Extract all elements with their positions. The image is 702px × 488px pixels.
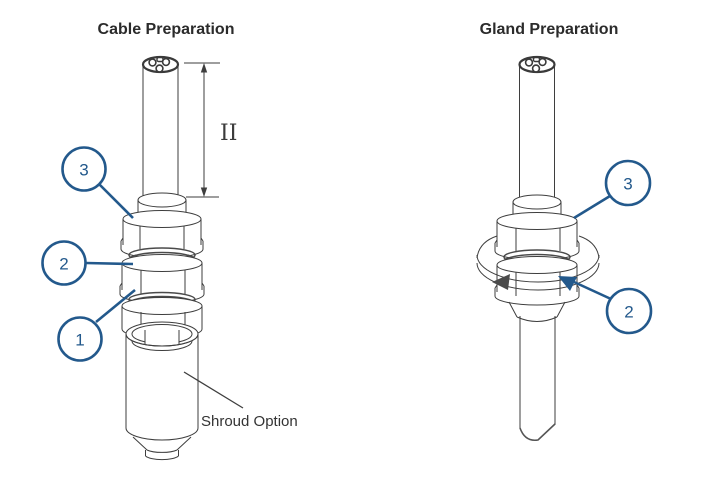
gland-collar [512, 194, 562, 210]
callout-3-badge [61, 146, 107, 192]
callout-3-number: 3 [623, 175, 632, 194]
gland-callout-3: 3 [573, 159, 652, 220]
gland-bottom-taper [508, 301, 566, 318]
callout-2-badge [605, 287, 653, 335]
shroud-option-label: Shroud Option [201, 413, 298, 430]
dimension-label: II [220, 121, 237, 146]
callout-1-badge [57, 316, 103, 362]
gland-cable-drawing [518, 55, 556, 204]
cable-callout-2: 2 [41, 240, 134, 286]
rotation-arrowhead [492, 274, 510, 290]
cable-callout-1: 1 [57, 288, 136, 362]
callout-2-number: 2 [59, 255, 68, 274]
dimension-arrowhead-top [200, 63, 208, 73]
gland-top-nut [120, 210, 204, 259]
callout-2-arrowhead [558, 276, 577, 291]
callout-2-leader [85, 261, 134, 266]
cable-below-gland [516, 316, 558, 442]
dimension-arrowhead-bottom [200, 187, 208, 197]
callout-3-badge [604, 159, 652, 207]
shroud-bottom [125, 427, 199, 441]
cable-conductors-icon [148, 56, 171, 73]
cable-preparation-title: Cable Preparation [98, 21, 235, 38]
callout-2-leader [573, 280, 612, 301]
gland-tail-tube [145, 330, 179, 344]
shroud-drawing [125, 321, 199, 461]
callout-2-number: 2 [624, 303, 633, 322]
cable-callout-3: 3 [61, 146, 134, 219]
callout-1-number: 1 [75, 331, 84, 350]
gland-stack [494, 194, 580, 318]
cable-cut-end [519, 423, 556, 442]
shroud-option-callout: Shroud Option [183, 371, 298, 430]
callout-2-badge [41, 240, 87, 286]
callout-3-number: 3 [79, 161, 88, 180]
shroud-foot [145, 455, 179, 461]
cable-gland-stack [119, 192, 205, 339]
gland-preparation-title: Gland Preparation [480, 21, 619, 38]
gland-preparation-figure: Gland Preparation [476, 21, 653, 442]
dimension-arrow: II [184, 62, 237, 198]
gland-top-nut [494, 212, 580, 261]
cable-drawing [141, 55, 180, 204]
callout-1-leader [95, 288, 136, 324]
gland-middle-nut [119, 254, 205, 304]
cable-conductors-icon [524, 56, 547, 73]
shroud-taper [132, 436, 192, 451]
rotation-arrow-icon [476, 235, 600, 291]
gland-collar [137, 192, 187, 208]
callout-3-leader [98, 183, 134, 219]
shroud-leader-line [183, 371, 244, 409]
cable-preparation-figure: Cable Preparation II [41, 21, 298, 461]
callout-3-leader [573, 194, 611, 220]
gland-callout-2: 2 [558, 276, 653, 335]
